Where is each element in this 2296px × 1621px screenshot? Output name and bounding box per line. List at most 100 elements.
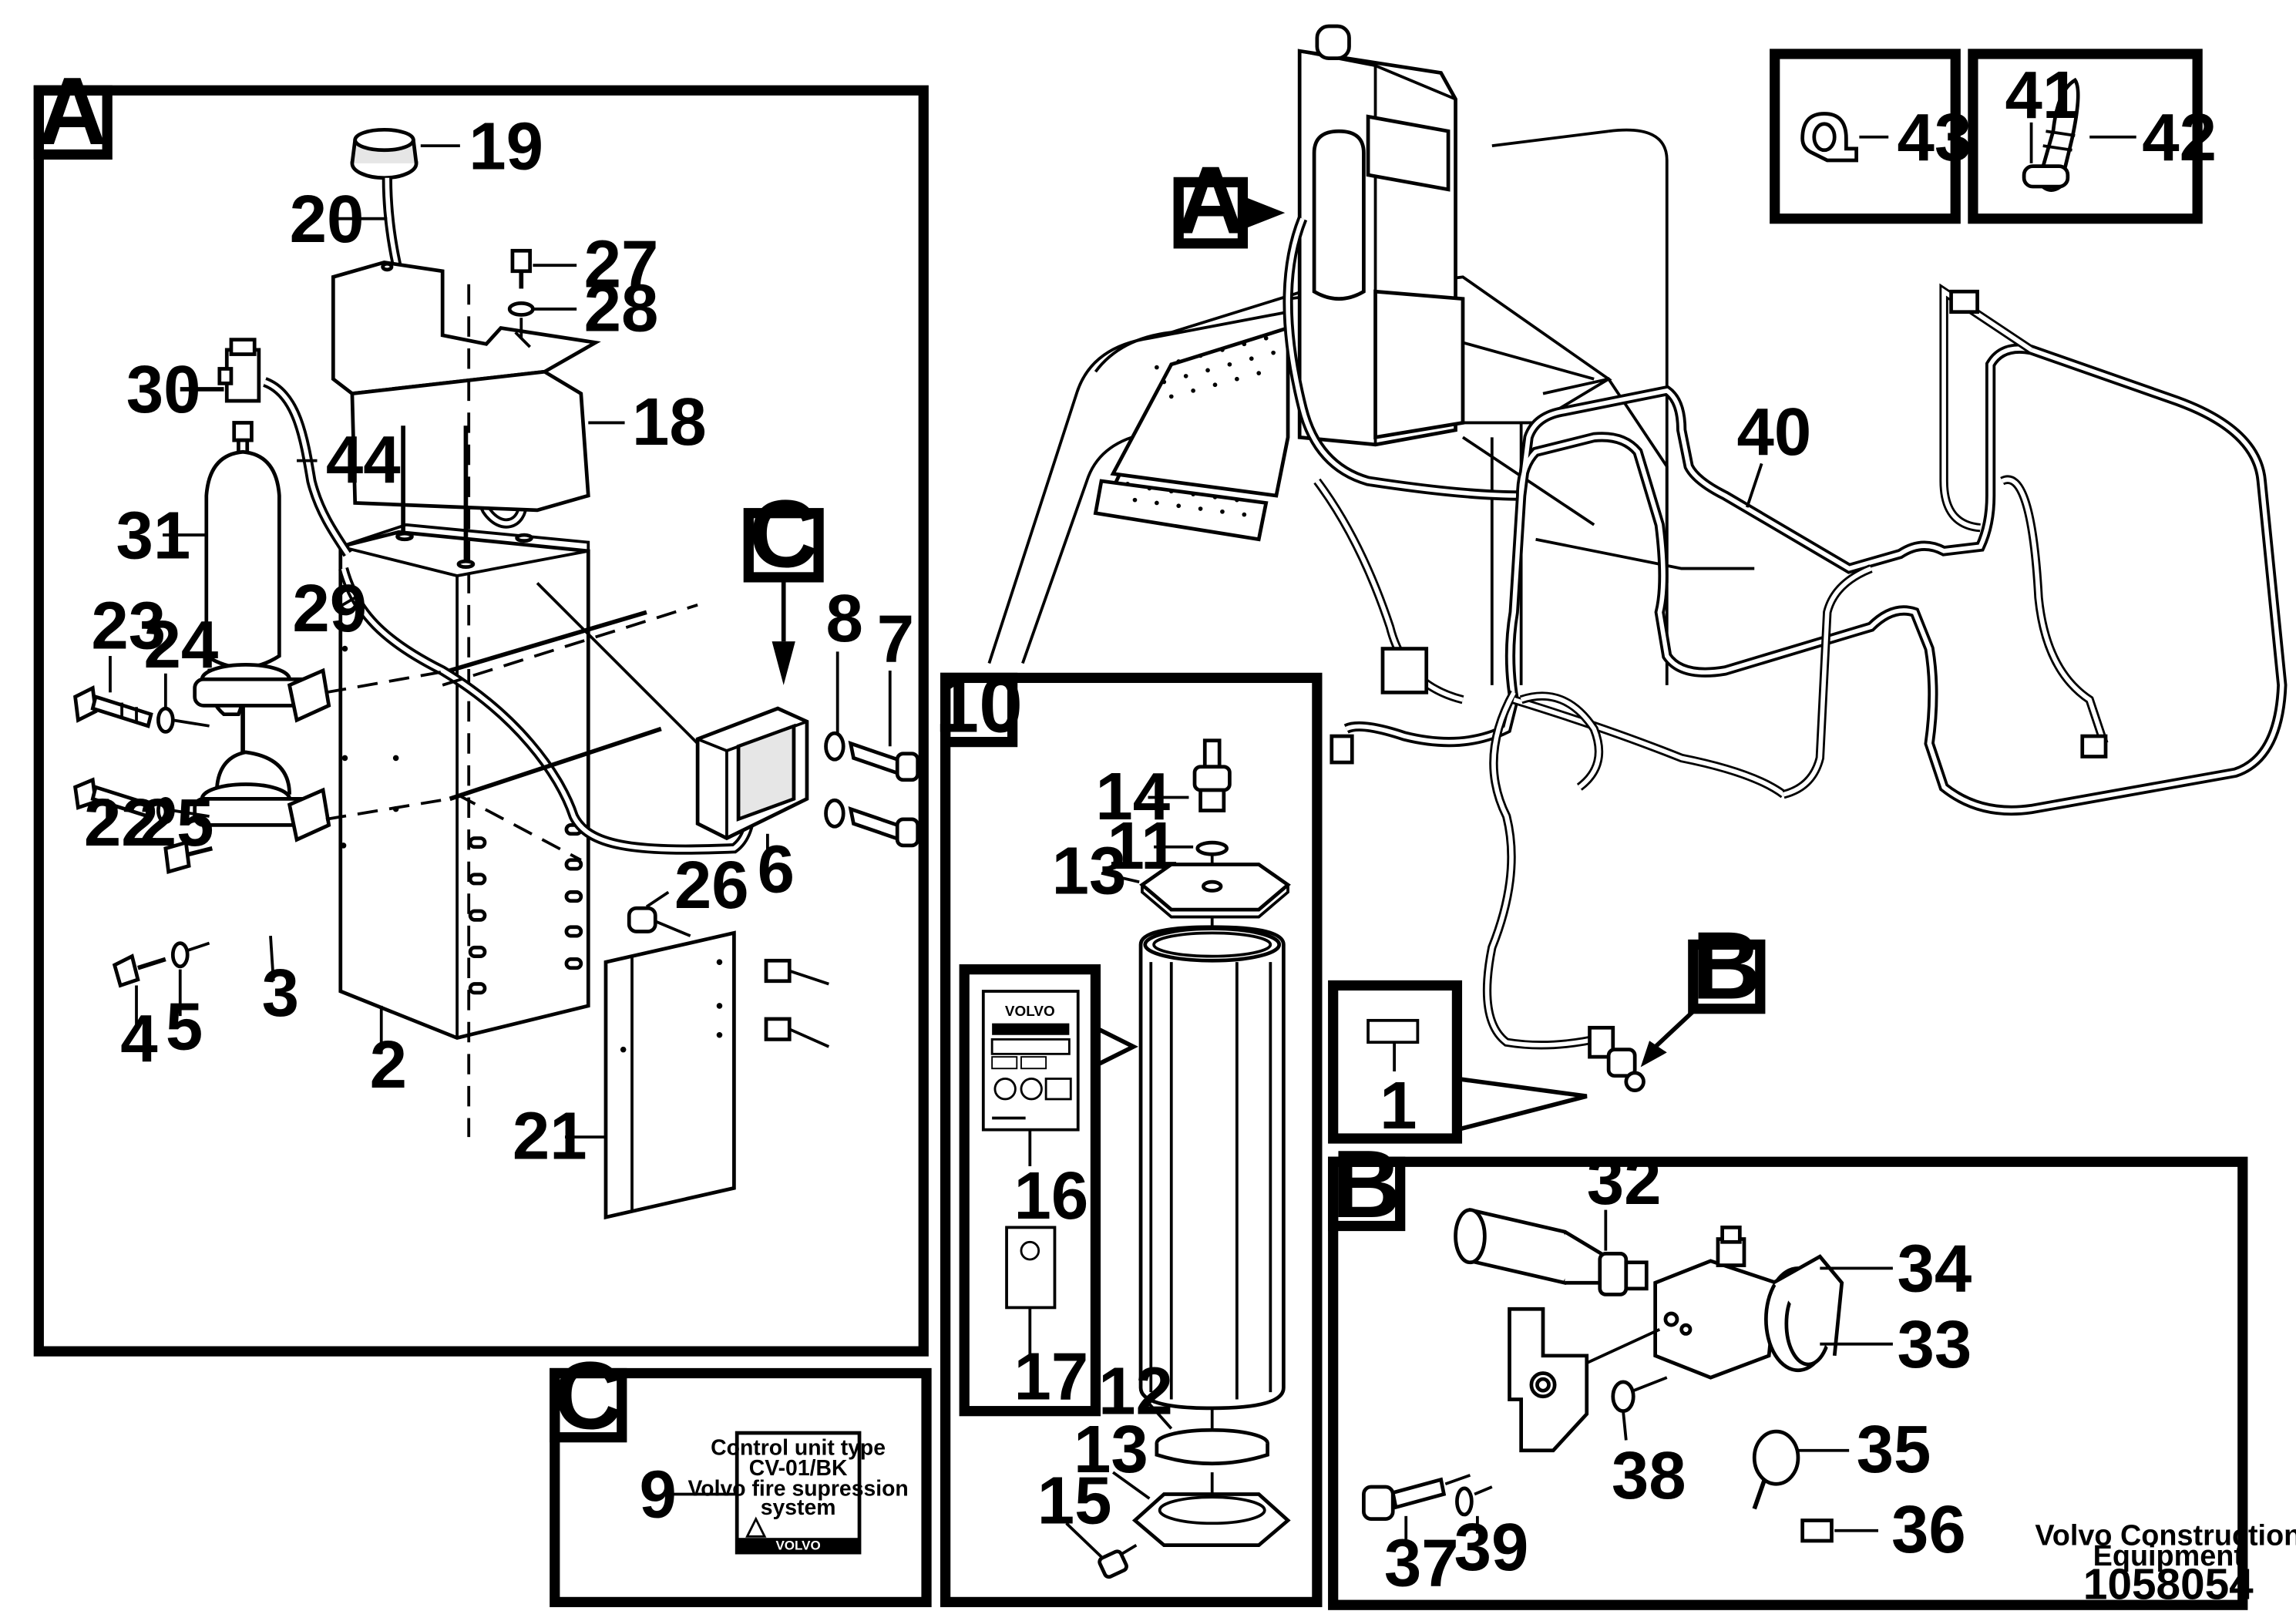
frame-a-border bbox=[33, 85, 929, 1357]
cylinder-assembly bbox=[180, 338, 757, 855]
callout-a-box bbox=[1173, 177, 1249, 249]
frame-10-border bbox=[940, 672, 1323, 1608]
label-43: 43 bbox=[1898, 100, 1972, 175]
label-41: 41 bbox=[2005, 58, 2080, 133]
label-20: 20 bbox=[290, 182, 365, 257]
label-3: 3 bbox=[262, 956, 299, 1031]
screw-27 bbox=[507, 248, 535, 350]
callout-c: C bbox=[743, 481, 824, 685]
screws-7 bbox=[824, 731, 920, 848]
label-5: 5 bbox=[166, 990, 203, 1064]
frame-a-tag: A bbox=[38, 58, 107, 165]
frame-c-border bbox=[550, 1367, 932, 1608]
decal-group-box bbox=[959, 964, 1101, 1417]
frame-c-tag-box bbox=[550, 1367, 627, 1443]
label-9: 9 bbox=[639, 1458, 676, 1532]
label-15: 15 bbox=[1037, 1463, 1112, 1538]
label-22: 22 bbox=[84, 785, 159, 860]
frame-1: 1 bbox=[1328, 980, 1463, 1144]
frame-43: 43 bbox=[1770, 49, 1972, 224]
label-4: 4 bbox=[120, 1001, 157, 1076]
label-14: 14 bbox=[1095, 759, 1170, 834]
label-2: 2 bbox=[370, 1027, 407, 1102]
label-1: 1 bbox=[1380, 1068, 1417, 1143]
nut-and-plate bbox=[603, 906, 830, 1220]
label-44: 44 bbox=[326, 422, 401, 497]
label-23: 23 bbox=[91, 589, 166, 664]
label-8: 8 bbox=[826, 581, 863, 656]
decal-16-brand: VOLVO bbox=[1005, 1004, 1055, 1020]
engine-grille bbox=[1093, 479, 1269, 542]
label-7: 7 bbox=[877, 602, 914, 677]
decal-c-brand: VOLVO bbox=[775, 1538, 820, 1552]
label-40: 40 bbox=[1737, 395, 1812, 469]
label-36: 36 bbox=[1891, 1492, 1966, 1567]
control-unit-decal bbox=[735, 1431, 862, 1555]
frame-a: A bbox=[33, 58, 929, 1357]
callout-a-tag: A bbox=[1176, 147, 1245, 254]
footer-line2: Equipment bbox=[2093, 1540, 2244, 1572]
label-16: 16 bbox=[1014, 1159, 1089, 1233]
label-17: 17 bbox=[1014, 1340, 1089, 1414]
label-12: 12 bbox=[1098, 1354, 1173, 1428]
label-32: 32 bbox=[1587, 1144, 1662, 1219]
tower-beacon bbox=[1315, 24, 1351, 61]
callout-c-tag: C bbox=[749, 481, 819, 588]
decal-1 bbox=[1367, 1018, 1420, 1044]
label-28: 28 bbox=[584, 271, 659, 345]
frame-41-42: 41 42 bbox=[1968, 49, 2217, 224]
label-31: 31 bbox=[116, 498, 191, 573]
label-13b: 13 bbox=[1074, 1412, 1148, 1487]
label-26: 26 bbox=[674, 848, 749, 923]
label-39: 39 bbox=[1454, 1510, 1529, 1585]
control-unit bbox=[442, 582, 809, 841]
bolts bbox=[72, 685, 213, 988]
frame-43-border bbox=[1770, 49, 1961, 224]
decal-c-line1: Control unit type bbox=[711, 1435, 886, 1460]
frame-b-tag-box bbox=[1328, 1156, 1406, 1232]
label-33: 33 bbox=[1898, 1307, 1972, 1382]
label-18: 18 bbox=[632, 385, 707, 459]
label-34: 34 bbox=[1898, 1232, 1972, 1307]
footer-line1: Volvo Construction bbox=[2035, 1520, 2296, 1552]
warning-icon bbox=[745, 1516, 767, 1538]
label-6: 6 bbox=[758, 832, 795, 906]
frame-c-tag: C bbox=[553, 1342, 623, 1449]
frame-10: 10 14 11 13 VOLVO bbox=[935, 661, 1323, 1608]
label-19: 19 bbox=[469, 109, 543, 183]
mount-bracket bbox=[331, 260, 601, 513]
clamps bbox=[193, 610, 662, 862]
frame-a-tag-box bbox=[33, 85, 113, 160]
label-24: 24 bbox=[143, 607, 218, 682]
frame-1-border bbox=[1328, 980, 1463, 1144]
label-13a: 13 bbox=[1052, 833, 1127, 908]
decal-17 bbox=[1005, 1226, 1057, 1310]
label-30: 30 bbox=[126, 352, 201, 427]
frame-41-42-border bbox=[1968, 49, 2203, 224]
machine-overview: A bbox=[987, 24, 2288, 1132]
frame-b-border bbox=[1328, 1156, 2248, 1610]
frame-a-labels: 19 20 27 28 18 30 44 31 29 23 24 22 25 4 bbox=[84, 109, 914, 1173]
label-42: 42 bbox=[2142, 100, 2217, 175]
frame-c: C Control unit type CV-01/BK Volvo fire … bbox=[550, 1342, 932, 1608]
frame-b-tag: B bbox=[1332, 1131, 1401, 1238]
cabinet bbox=[338, 284, 590, 1138]
decal-c-line2: CV-01/BK bbox=[749, 1456, 848, 1481]
label-25: 25 bbox=[140, 785, 214, 860]
tube-housing bbox=[1138, 925, 1286, 1411]
decal-c-line4: system bbox=[761, 1495, 836, 1520]
decal-c-line3: Volvo fire supression bbox=[687, 1476, 908, 1501]
drawing-number: 1058054 bbox=[2083, 1561, 2254, 1609]
label-29: 29 bbox=[292, 571, 367, 646]
callout-b-tag: B bbox=[1692, 912, 1761, 1019]
footer: Volvo Construction Equipment 1058054 bbox=[2035, 1520, 2296, 1609]
frame-10-tag-box bbox=[940, 672, 1018, 748]
label-38: 38 bbox=[1612, 1438, 1686, 1513]
callout-b-box bbox=[1688, 939, 1766, 1014]
frame-b: B 32 34 33 38 bbox=[1328, 1131, 2248, 1610]
frame-10-tag: 10 bbox=[935, 661, 1023, 748]
label-35: 35 bbox=[1857, 1412, 1931, 1487]
label-27: 27 bbox=[584, 227, 659, 302]
label-37: 37 bbox=[1384, 1526, 1459, 1601]
